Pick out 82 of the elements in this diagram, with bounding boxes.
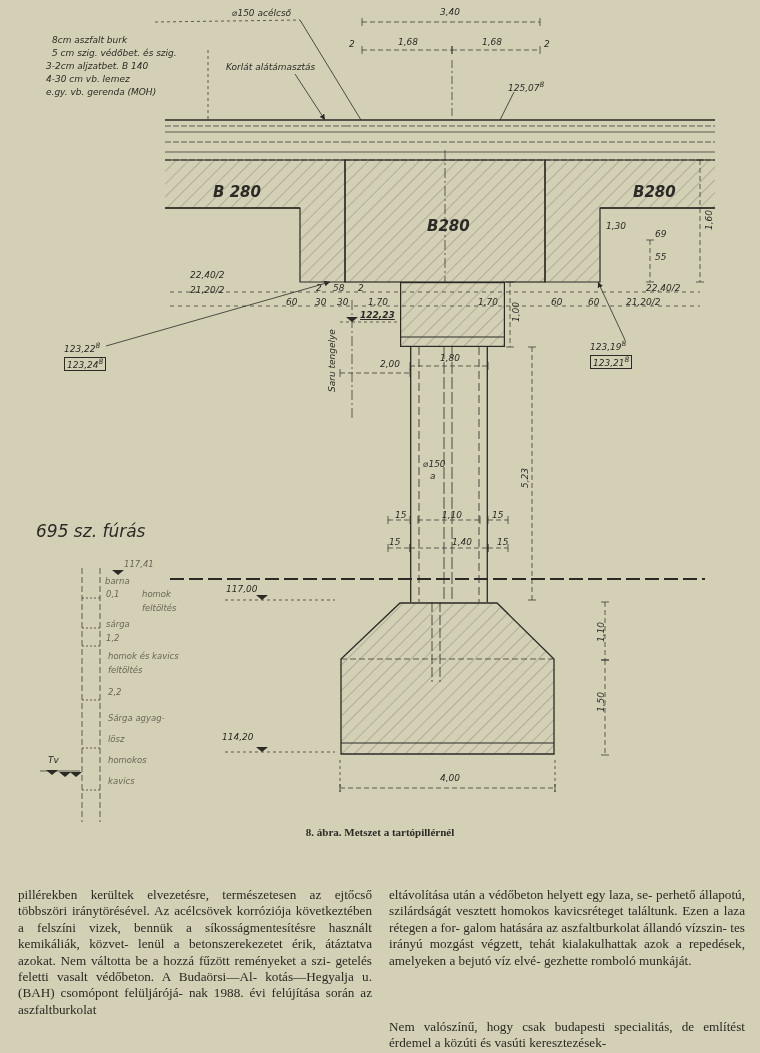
leader-label: 125,07$^{8}$ xyxy=(508,78,558,92)
dimension-label: 15 xyxy=(492,511,504,521)
soil-layer-label: 117,41 xyxy=(124,560,154,570)
dimension-label: 1,80 xyxy=(440,354,461,364)
dimension-label: 2 xyxy=(544,40,550,50)
dimension-label: 21,20/2 xyxy=(626,298,661,308)
dimension-label: 2 xyxy=(358,284,364,294)
boring-title: 695 sz. fúrás xyxy=(36,522,146,541)
dimension-label: Saru tengelye xyxy=(328,329,338,392)
dimension-label: 15 xyxy=(497,538,509,548)
concrete-grade-label: B280 xyxy=(427,218,470,236)
leader-label: ⌀150 acélcső xyxy=(232,6,312,20)
dimension-label: 1,30 xyxy=(606,222,627,232)
dimension-label: 2 xyxy=(349,40,355,50)
concrete-grade-label: B 280 xyxy=(213,184,261,202)
dimension-label: Tv xyxy=(48,756,59,766)
soil-layer-label: 2,2 xyxy=(108,688,122,698)
dimension-label: 117,00 xyxy=(226,585,258,595)
dimension-label: 69 xyxy=(655,230,667,240)
dimension-label: ⌀150 xyxy=(423,460,446,470)
boxed-elevation-label: 123,24$^{8}$ xyxy=(64,357,107,372)
dimension-label: 1,70 xyxy=(368,298,389,308)
dimension-label: 60 xyxy=(551,298,563,308)
dimension-label: 1,00 xyxy=(512,301,522,322)
leader-line xyxy=(299,19,362,121)
dimension-label: 1,50 xyxy=(597,691,607,712)
boxed-elevation-label: 123,21$^{8}$ xyxy=(590,355,633,370)
dimension-label: 1,68 xyxy=(482,38,503,48)
dimension-label: 5 cm szig. védőbet. és szig. xyxy=(52,49,177,59)
soil-layer-label: 1,2 xyxy=(106,634,120,644)
dimension-label: 58 xyxy=(333,284,345,294)
dimension-label: 1,10 xyxy=(442,511,463,521)
crossbeam xyxy=(345,120,545,282)
body-paragraph: eltávolítása után a védőbeton helyett egy laza, se- perhető állapotú, szilárdságát vesztett homokos kavicsréteget találtunk. Ezen a laza rétegen a for- galom hatására az aszfaltburkolat állandó vízszin- tes irányú mozgást végzett, tehát kialakulhattak azok a repedések, amelyeken a bejutó víz elvé- gezhette romboló munkáját. xyxy=(389,887,745,970)
dimension-label: 60 xyxy=(286,298,298,308)
body-paragraph: pillérekben kerültek elvezetésre, természetesen az ejtőcső többszöri iránytörésével. Az acélcsövek korróziója következtében a felszíni vizek, bennük a síkosságmentesítésre használt kemikáliák, közvet- lenül a betonszerekezetet érik, átáztatva azokat. Nem váltotta be a hozzá fűzött reményeket a szi- getelés feletti vasalt védőbeton. A Budaörsi—Al- kotás—Hegyalja u. (BAH) csomópont felüljárójá- nak 1988. évi felújítása során az aszfaltburkolat xyxy=(18,887,372,1019)
dimension-label: 15 xyxy=(389,538,401,548)
dimension-label: a xyxy=(430,472,436,482)
dimension-label: 1,10 xyxy=(597,621,607,642)
dimension-label: 1,40 xyxy=(452,538,473,548)
dimension-label: 8cm aszfalt burk xyxy=(52,36,128,46)
dimension-label: 1,60 xyxy=(705,209,715,230)
dimension-label: 60 xyxy=(588,298,600,308)
elevation-note xyxy=(588,340,632,372)
elevation-label: 123,19$^{8}$ xyxy=(590,340,627,353)
dimension-label: 2 xyxy=(316,284,322,294)
footing xyxy=(340,602,555,755)
soil-layer-label: homok xyxy=(142,590,171,600)
dimension-label: 22,40/2 xyxy=(190,271,225,281)
dimension-label: e.gy. vb. gerenda (MOH) xyxy=(46,88,157,98)
pier-column xyxy=(410,347,488,602)
dimension-label: 2,00 xyxy=(380,360,401,370)
dimension-label: 55 xyxy=(655,253,667,263)
dimension-label: 3-2cm aljzatbet. B 140 xyxy=(46,62,149,72)
pier-cap xyxy=(400,282,505,347)
dimension-label: 1,68 xyxy=(398,38,419,48)
dimension-label: 114,20 xyxy=(222,733,254,743)
soil-layer-label: 0,1 xyxy=(106,590,120,600)
concrete-grade-label: B280 xyxy=(633,184,676,202)
dimension-label: 15 xyxy=(395,511,407,521)
dimension-label: 4-30 cm vb. lemez xyxy=(46,75,130,85)
soil-layer-label: homok és kavics xyxy=(108,652,179,662)
dimension-label: 30 xyxy=(337,298,349,308)
leader-label: Korlát alátámasztás xyxy=(226,60,322,74)
soil-layer-label: feltöltés xyxy=(108,666,143,676)
dimension-label: 3,40 xyxy=(440,8,461,18)
soil-layer-label: lösz xyxy=(108,735,125,745)
elevation-label: 123,22$^{8}$ xyxy=(64,342,101,355)
elevation-note xyxy=(62,342,106,374)
soil-layer-label: sárga xyxy=(106,620,130,630)
deck-slab xyxy=(545,120,715,282)
soil-layer-label: feltöltés xyxy=(142,604,177,614)
soil-layer-label: barna xyxy=(105,577,130,587)
figure-caption: 8. ábra. Metszet a tartópillérnél xyxy=(304,826,456,838)
dimension-label: 1,70 xyxy=(478,298,499,308)
leader-line xyxy=(499,91,515,121)
soil-layer-label: homokos xyxy=(108,756,147,766)
body-paragraph: Nem valószínű, hogy csak budapesti specialitás, de említést érdemel a közúti és vasúti keresztezések- xyxy=(389,1019,745,1052)
dimension-label: 30 xyxy=(315,298,327,308)
soil-layer-label: kavics xyxy=(108,777,135,787)
soil-layer-label: Sárga agyag- xyxy=(108,714,165,724)
deck-slab xyxy=(165,120,345,282)
